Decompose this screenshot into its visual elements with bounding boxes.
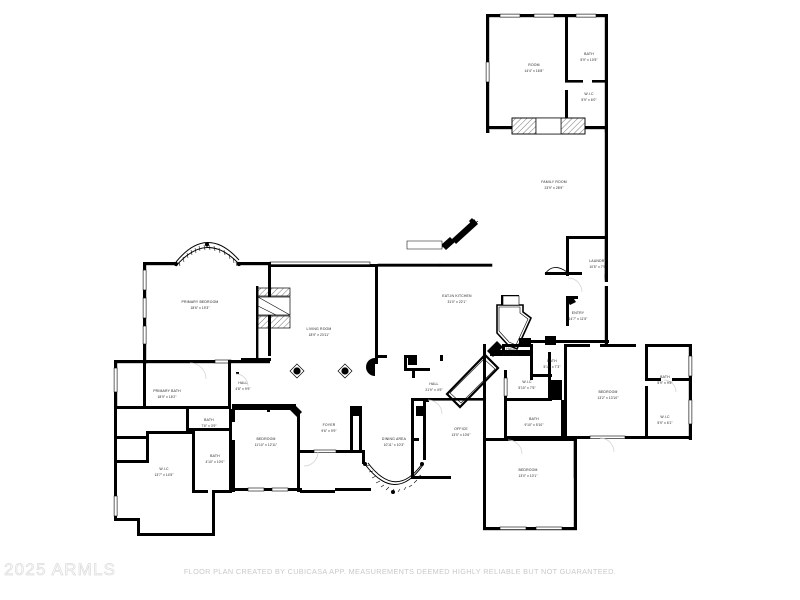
ceiling-fixture — [289, 363, 353, 379]
room-label-hall-center: HALL 21'9" x 4'9" — [425, 382, 443, 392]
room-label-wic-mid: W.I.C 5'10" x 7'5" — [518, 380, 536, 390]
room-name: BEDROOM — [518, 468, 537, 472]
wall-group — [113, 13, 693, 536]
room-name: BATH — [660, 375, 670, 379]
room-name: LAUNDRY — [589, 259, 607, 263]
room-name: ENTRY — [572, 311, 585, 315]
room-name: BEDROOM — [598, 390, 617, 394]
room-dimension: 13'0" x 10'1" — [518, 474, 538, 478]
room-label-bedroom-center: BEDROOM 11'10" x 12'11" — [255, 437, 278, 447]
room-name: W.I.C — [159, 467, 169, 471]
room-name: BATH — [529, 417, 539, 421]
room-label-entry: ENTRY 14'7" x 11'5" — [569, 311, 589, 321]
room-label-bath-right: BATH 5'9" x 9'5" — [657, 375, 673, 385]
room-labels: ROOM 14'4" x 16'8" BATH 5'9" x 10'5" W.I… — [153, 52, 673, 478]
room-label-room: ROOM 14'4" x 16'8" — [524, 63, 544, 73]
room-label-foyer: FOYER 9'6" x 9'9" — [321, 423, 337, 433]
room-name: BATH — [204, 418, 214, 422]
room-name: OFFICE — [454, 427, 468, 431]
room-dimension: 5'10" x 7'5" — [518, 386, 536, 390]
room-label-wic-top: W.I.C 5'9" x 6'0" — [581, 92, 597, 102]
room-dimension: 31'0" x 22'1" — [447, 300, 467, 304]
room-dimension: 10'5" x 7'9" — [589, 265, 607, 269]
room-name: EAT-IN KITCHEN — [442, 294, 472, 298]
room-label-bedroom-lower: BEDROOM 13'0" x 10'1" — [518, 468, 538, 478]
room-dimension: 9'10" x 5'10" — [524, 423, 544, 427]
room-name: DINING AREA — [382, 437, 407, 441]
room-label-family-room: FAMILY ROOM 23'9" x 28'9" — [541, 180, 567, 190]
room-name: W.I.C — [584, 92, 594, 96]
room-dimension: 5'9" x 10'5" — [580, 58, 598, 62]
room-label-bath-left-lower: BATH 4'10" x 10'0" — [205, 454, 225, 464]
room-dimension: 21'9" x 4'9" — [425, 388, 443, 392]
room-dimension: 13'7" x 14'5" — [154, 473, 174, 477]
armls-watermark: 2025 ARMLS — [4, 560, 117, 580]
room-dimension: 5'11" x 7'3" — [544, 365, 562, 369]
room-label-bath-mid-lower: BATH 9'10" x 5'10" — [524, 417, 544, 427]
room-label-hall-right: HALL 4'7" x 13'7" — [502, 347, 520, 357]
room-label-laundry: LAUNDRY 10'5" x 7'9" — [589, 259, 607, 269]
room-label-bath-mid-right: BATH 5'11" x 7'3" — [544, 359, 562, 369]
room-name: FOYER — [323, 423, 336, 427]
room-label-wic-right: W.I.C 5'9" x 6'1" — [657, 415, 673, 425]
room-name: ROOM — [528, 63, 539, 67]
room-name: BATH — [547, 359, 557, 363]
room-dimension: 18'9" x 23'11" — [309, 333, 331, 337]
room-dimension: 23'9" x 28'9" — [544, 186, 564, 190]
room-dimension: 5'9" x 6'1" — [657, 421, 673, 425]
room-label-wic-left: W.I.C 13'7" x 14'5" — [154, 467, 174, 477]
room-dimension: 14'7" x 11'5" — [569, 317, 589, 321]
room-name: BATH — [584, 52, 594, 56]
room-label-primary-bedroom: PRIMARY BEDROOM 18'6" x 19'3" — [182, 300, 219, 310]
room-dimension: 9'6" x 9'9" — [321, 429, 337, 433]
room-name: BEDROOM — [256, 437, 275, 441]
disclaimer-caption: FLOOR PLAN CREATED BY CUBICASA APP. MEAS… — [183, 567, 617, 576]
room-dimension: 10'11" x 10'3" — [384, 443, 406, 447]
room-label-hall-primary: HALL 4'8" x 9'9" — [235, 381, 251, 391]
room-dimension: 18'9" x 16'2" — [157, 395, 177, 399]
room-dimension: 14'4" x 16'8" — [524, 69, 544, 73]
room-name: PRIMARY BATH — [153, 389, 181, 393]
room-dimension: 13'0" x 10'6" — [451, 433, 471, 437]
room-name: HALL — [429, 382, 438, 386]
room-label-bath-primary-small: BATH 7'6" x 3'9" — [201, 418, 217, 428]
room-label-eat-in-kitchen: EAT-IN KITCHEN 31'0" x 22'1" — [442, 294, 472, 304]
room-label-living-room: LIVING ROOM 18'9" x 23'11" — [307, 327, 332, 337]
room-name: LIVING ROOM — [307, 327, 332, 331]
room-label-dining-area: DINING AREA 10'11" x 10'3" — [382, 437, 407, 447]
room-label-primary-bath: PRIMARY BATH 18'9" x 16'2" — [153, 389, 181, 399]
room-dimension: 4'10" x 10'0" — [205, 460, 225, 464]
room-dimension: 18'6" x 19'3" — [190, 306, 210, 310]
room-name: HALL — [238, 381, 247, 385]
room-dimension: 5'9" x 6'0" — [581, 98, 597, 102]
room-label-bath-top: BATH 5'9" x 10'5" — [580, 52, 598, 62]
room-dimension: 4'8" x 9'9" — [235, 387, 251, 391]
room-label-bedroom-right: BEDROOM 13'2" x 13'10" — [597, 390, 619, 400]
room-dimension: 13'2" x 13'10" — [597, 396, 619, 400]
room-dimension: 5'9" x 9'5" — [657, 381, 673, 385]
room-name: HALL — [506, 347, 515, 351]
room-dimension: 4'7" x 13'7" — [502, 353, 520, 357]
room-name: W.I.C — [660, 415, 670, 419]
room-name: W.I.C — [522, 380, 532, 384]
room-dimension: 11'10" x 12'11" — [255, 443, 278, 447]
room-name: FAMILY ROOM — [541, 180, 567, 184]
room-dimension: 7'6" x 3'9" — [201, 424, 217, 428]
room-name: PRIMARY BEDROOM — [182, 300, 219, 304]
room-label-office: OFFICE 13'0" x 10'6" — [451, 427, 471, 437]
room-name: BATH — [210, 454, 220, 458]
